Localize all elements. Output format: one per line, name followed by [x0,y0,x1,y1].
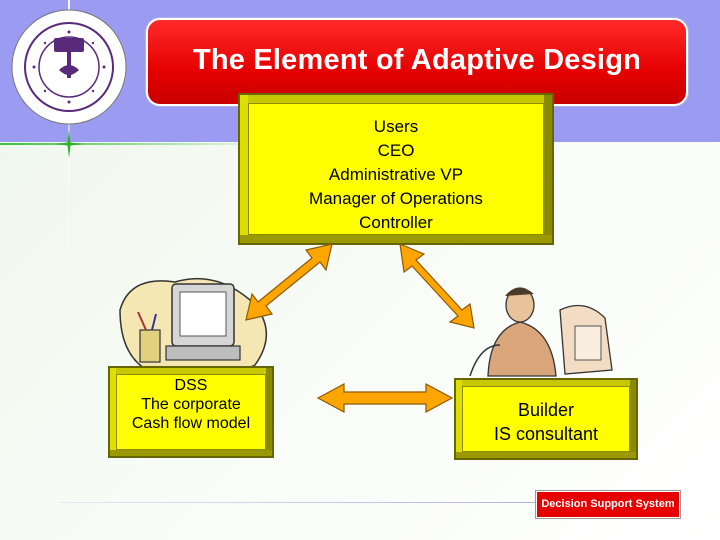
dss-line-1: DSS [174,377,208,394]
users-box-text: Users CEO Administrative VP Manager of O… [240,115,552,235]
bevel-top [110,368,272,374]
university-seal-icon [11,9,127,125]
users-box-face [248,103,544,235]
dss-line-3: Cash flow model [131,415,251,432]
builder-box: Builder IS consultant [454,378,638,460]
bevel-right [266,368,272,456]
page-title: The Element of Adaptive Design [192,44,642,76]
bevel-left [456,380,462,458]
computer-clipart-icon [119,277,268,381]
arrow-users-dss [245,243,333,321]
users-line-5: Controller [359,213,433,232]
bevel-top [240,95,552,103]
bevel-right [630,380,636,458]
bevel-bottom [456,452,636,458]
consultant-clipart-icon [469,287,613,377]
dss-box: DSS The corporate Cash flow model [108,366,274,458]
bevel-left [110,368,116,456]
users-line-3: Administrative VP [328,165,464,184]
users-box: Users CEO Administrative VP Manager of O… [238,93,554,245]
dss-box-face [116,374,266,450]
arrow-dss-builder [316,382,454,414]
builder-line-2: IS consultant [493,424,599,444]
users-line-2: CEO [377,141,415,160]
bevel-bottom [110,450,272,456]
builder-box-face [462,386,630,452]
builder-line-1: Builder [517,400,575,420]
users-line-4: Manager of Operations [309,189,483,208]
bevel-bottom [240,235,552,243]
bevel-top [456,380,636,386]
dss-box-text: DSS The corporate Cash flow model [110,376,272,433]
sparkle-icon [55,130,83,158]
footer-label: Decision Support System [536,491,680,518]
users-line-1: Users [373,117,419,136]
builder-box-text: Builder IS consultant [456,398,636,446]
bevel-right [544,95,552,243]
dss-line-2: The corporate [141,396,241,413]
footer-line [60,502,680,503]
arrow-users-builder [399,243,475,329]
bevel-left [240,95,248,243]
